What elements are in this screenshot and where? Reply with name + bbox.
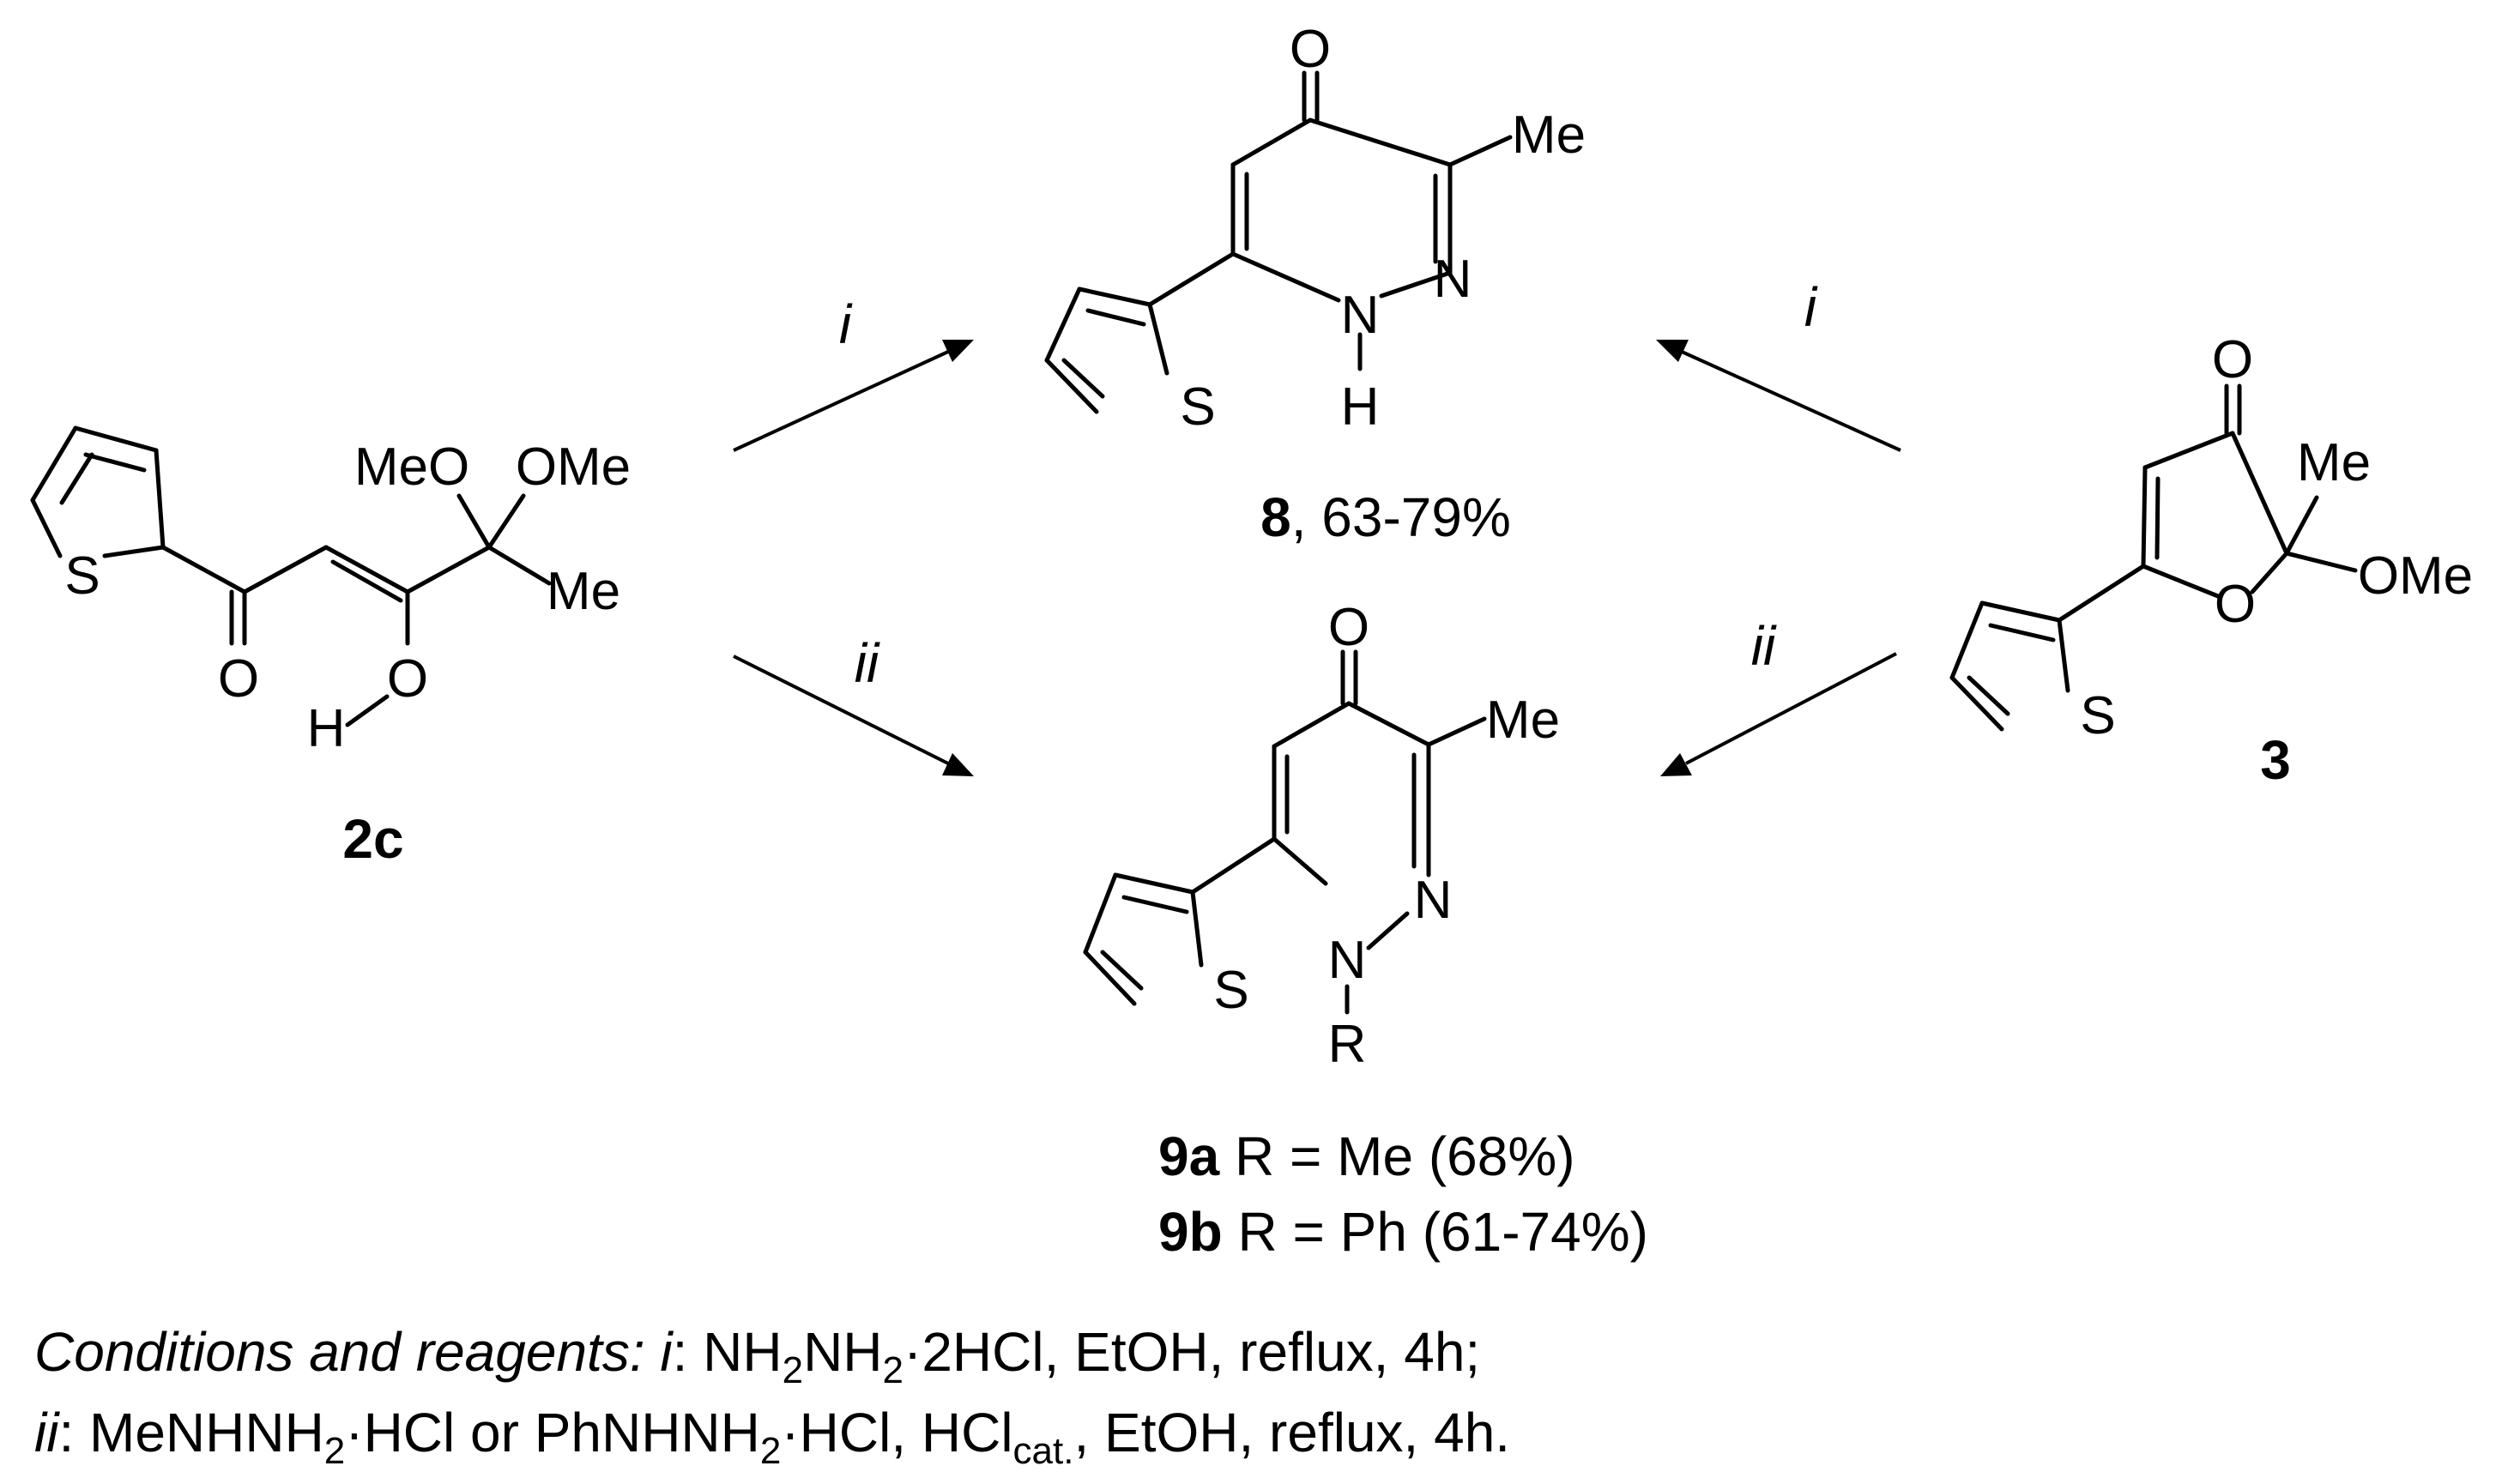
compound-2c-structure: S O O H MeO OMe Me [30,425,631,758]
atom-me: Me [2297,433,2371,492]
atom-me: Me [547,562,620,621]
compound-9b-label: 9b R = Ph (61-74%) [1158,1201,1648,1263]
atom-s: S [64,546,100,606]
compound-2c-label: 2c [342,808,403,870]
compound-8-structure: O Me N N H S [1044,20,1586,437]
compound-9-structure: O Me N N R S [1083,598,1560,1074]
atom-h: H [307,699,346,758]
atom-n1: N [1341,286,1380,345]
compound-8-label: 8, 63-79% [1260,486,1511,548]
atom-ome: OMe [516,437,631,497]
arrow-label-bottom-left: ii [855,632,880,694]
atom-r: R [1328,1015,1367,1074]
conditions-line-1: Conditions and reagents: i: NH2NH2·2HCl,… [34,1321,1480,1391]
atom-o: O [1328,598,1369,657]
atom-meo: MeO [354,437,469,497]
arrow-3-to-8 [1656,340,1901,452]
atom-o-carbonyl: O [218,649,259,709]
atom-s: S [2080,686,2115,745]
arrow-label-top-right: i [1804,276,1818,338]
atom-ome: OMe [2358,546,2473,606]
atom-s: S [1180,377,1215,437]
atom-n2: N [1434,250,1472,309]
conditions-line-2: ii: MeNHNH2·HCl or PhNHNH2·HCl, HClcat.,… [34,1402,1510,1472]
atom-me: Me [1486,691,1560,750]
atom-o-carbonyl: O [2212,330,2253,389]
atom-o-ring: O [2215,575,2256,634]
atom-o-hydroxyl: O [387,649,428,709]
arrow-label-bottom-right: ii [1751,615,1777,677]
compound-3-label: 3 [2260,729,2291,791]
compound-9a-label: 9a R = Me (68%) [1158,1125,1575,1187]
atom-o: O [1290,20,1331,79]
atom-h: H [1341,377,1380,437]
atom-n1: N [1328,931,1367,990]
atom-me: Me [1512,106,1586,165]
atom-n2: N [1414,871,1453,930]
arrow-2c-to-9 [733,655,974,776]
arrow-3-to-9 [1660,652,1897,776]
arrow-label-top-left: i [839,293,853,355]
atom-s: S [1213,961,1248,1020]
arrow-2c-to-8 [733,340,974,452]
compound-3-structure: O Me OMe O S [1949,330,2473,745]
